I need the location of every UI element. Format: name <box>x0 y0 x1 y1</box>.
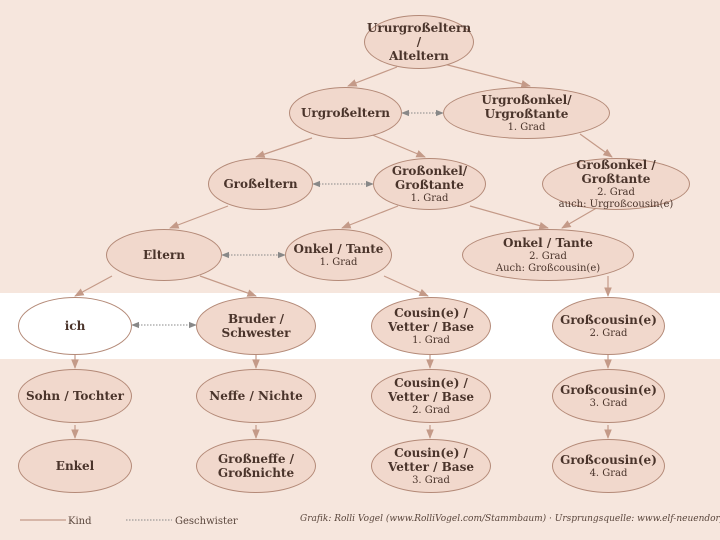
node-grossneffe: Großneffe / Großnichte <box>196 439 316 493</box>
node-name: Großonkel/ Großtante <box>391 163 468 192</box>
child-line <box>341 205 399 229</box>
node-name: Großcousin(e) <box>560 312 657 327</box>
node-name: Großcousin(e) <box>560 382 657 397</box>
node-cousin-2: Cousin(e) / Vetter / Base 2. Grad <box>371 369 491 423</box>
node-degree: 2. Grad <box>589 327 628 339</box>
child-line <box>74 275 113 297</box>
node-degree: 1. Grad <box>507 121 546 133</box>
node-degree: 1. Grad <box>412 334 450 346</box>
legend: Kind Geschwister <box>0 510 720 534</box>
node-name: Cousin(e) / Vetter / Base <box>388 305 474 334</box>
node-bruder: Bruder / Schwester <box>196 297 316 355</box>
node-name: ich <box>64 319 86 333</box>
child-line <box>369 133 426 158</box>
node-degree: 3. Grad <box>412 474 450 486</box>
node-name: Sohn / Tochter <box>26 389 124 403</box>
node-grosscousin-2: Großcousin(e) 2. Grad <box>552 297 665 355</box>
node-ururgrosseltern: Ururgroßeltern / Alteltern <box>364 15 474 69</box>
node-name: Urgroßeltern <box>300 106 391 120</box>
node-degree: 2. Grad auch: Urgroßcousin(e) <box>558 186 674 210</box>
node-grosscousin-3: Großcousin(e) 3. Grad <box>552 369 665 423</box>
node-degree: 1. Grad <box>410 192 449 204</box>
node-name: Onkel / Tante <box>293 241 384 256</box>
node-cousin-3: Cousin(e) / Vetter / Base 3. Grad <box>371 439 491 493</box>
node-name: Großeltern <box>223 177 298 191</box>
child-line <box>199 275 257 297</box>
node-name: Onkel / Tante <box>503 235 593 250</box>
node-urgrossonkel: Urgroßonkel/ Urgroßtante 1. Grad <box>443 87 610 139</box>
node-neffe: Neffe / Nichte <box>196 369 316 423</box>
child-line <box>579 133 613 158</box>
node-sohn: Sohn / Tochter <box>18 369 132 423</box>
child-line <box>169 205 229 229</box>
node-name: Großonkel / Großtante <box>576 157 656 186</box>
node-name: Großcousin(e) <box>560 452 657 467</box>
node-eltern: Eltern <box>106 229 222 281</box>
node-grosscousin-4: Großcousin(e) 4. Grad <box>552 439 665 493</box>
node-degree: 3. Grad <box>589 397 628 409</box>
node-name: Eltern <box>143 248 185 262</box>
legend-kind-label: Kind <box>68 516 92 527</box>
node-grossonkel-2: Großonkel / Großtante 2. Grad auch: Urgr… <box>542 158 690 210</box>
node-degree: 1. Grad <box>319 256 358 268</box>
node-degree: 2. Grad <box>412 404 450 416</box>
node-name: Enkel <box>55 459 95 473</box>
node-degree: 4. Grad <box>589 467 628 479</box>
node-name: Cousin(e) / Vetter / Base <box>388 445 474 474</box>
node-onkel-1: Onkel / Tante 1. Grad <box>285 229 392 281</box>
node-grossonkel-1: Großonkel/ Großtante 1. Grad <box>373 158 486 210</box>
node-enkel: Enkel <box>18 439 132 493</box>
node-cousin-1: Cousin(e) / Vetter / Base 1. Grad <box>371 297 491 355</box>
credit-text: Grafik: Rolli Vogel (www.RolliVogel.com/… <box>300 514 720 524</box>
node-onkel-2: Onkel / Tante 2. Grad Auch: Großcousin(e… <box>462 229 634 281</box>
node-degree: 2. Grad Auch: Großcousin(e) <box>495 250 601 274</box>
child-line <box>439 62 531 88</box>
child-line <box>561 205 601 229</box>
node-name: Großneffe / Großnichte <box>217 452 295 480</box>
node-name: Ururgroßeltern / Alteltern <box>366 21 472 63</box>
node-grosseltern: Großeltern <box>208 158 313 210</box>
node-name: Urgroßonkel/ Urgroßtante <box>481 92 572 121</box>
child-line <box>347 66 398 87</box>
node-ich: ich <box>18 297 132 355</box>
node-urgrosseltern: Urgroßeltern <box>289 87 402 139</box>
legend-geschwister-label: Geschwister <box>175 516 238 527</box>
node-name: Bruder / Schwester <box>221 312 291 340</box>
child-line <box>383 275 429 297</box>
node-name: Cousin(e) / Vetter / Base <box>388 375 474 404</box>
child-line <box>469 205 549 230</box>
node-name: Neffe / Nichte <box>209 389 303 403</box>
child-line <box>255 137 313 158</box>
